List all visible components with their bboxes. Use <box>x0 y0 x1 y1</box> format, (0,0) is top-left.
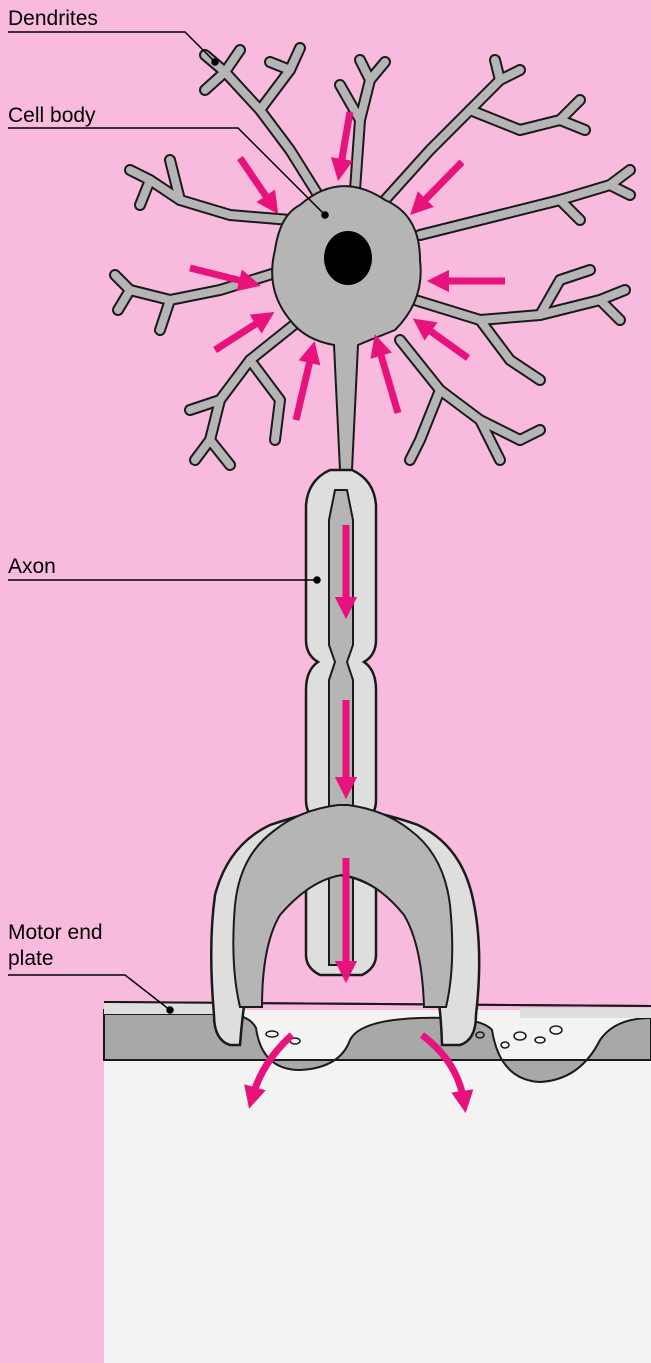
nucleus <box>324 231 372 285</box>
arrow-dendrite-left <box>190 268 250 283</box>
arrow-dendrite-bottom-right <box>378 345 398 413</box>
label-axon: Axon <box>8 554 56 580</box>
arrow-dendrite-upper-left <box>240 158 272 205</box>
label-dendrites: Dendrites <box>8 6 98 32</box>
arrow-dendrite-lower-right <box>422 325 468 358</box>
axon <box>306 470 376 975</box>
label-motor-end-plate: Motor end plate <box>8 920 103 972</box>
motor-end-plate-leader-dot <box>167 1007 173 1013</box>
dendrites-leader-line <box>8 32 215 62</box>
arrow-dendrite-upper-right <box>418 162 462 207</box>
label-cell-body: Cell body <box>8 103 96 129</box>
muscle-fiber <box>104 1002 651 1363</box>
label-motor-end-plate-line1: Motor end <box>8 920 103 946</box>
arrow-dendrite-top <box>340 112 350 170</box>
label-motor-end-plate-line2: plate <box>8 946 103 972</box>
cell-body-leader-dot <box>322 212 328 218</box>
dendrites-leader-dot <box>212 59 218 65</box>
arrow-dendrite-lower-left <box>215 318 265 350</box>
arrow-dendrite-bottom-left <box>296 352 312 420</box>
axon-leader-dot <box>314 577 320 583</box>
